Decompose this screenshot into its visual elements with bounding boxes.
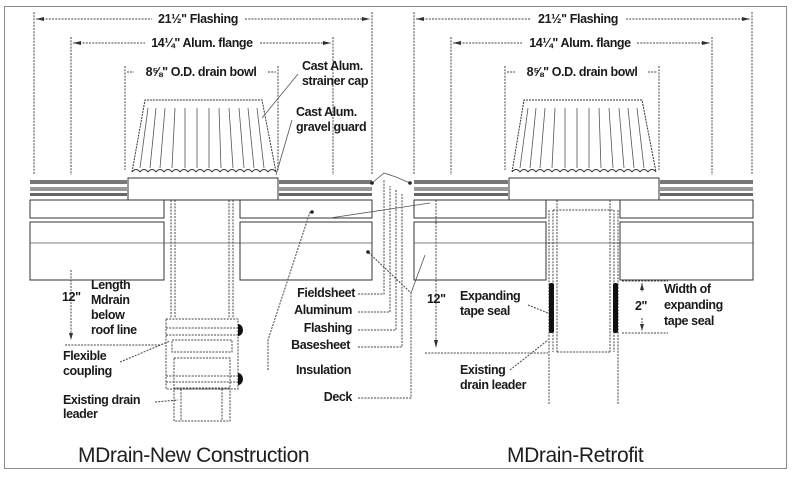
right-tape-seal-right: [613, 283, 618, 333]
left-length-value: 12": [62, 290, 81, 304]
left-title: MDrain-New Construction: [78, 444, 309, 467]
right-insulation-right: [619, 221, 754, 281]
svg-text:Expanding: Expanding: [460, 289, 520, 303]
svg-text:expanding: expanding: [664, 298, 723, 312]
right-hatched-layer-left: [413, 199, 547, 219]
svg-text:Flexible: Flexible: [63, 349, 107, 363]
svg-text:leader: leader: [63, 407, 98, 421]
left-insulation-left: [29, 221, 165, 281]
left-strainer-cap: [131, 99, 277, 173]
right-seal-width-dimension: 2": [622, 280, 668, 334]
right-membrane-layers: [414, 180, 753, 196]
right-tape-seal-callout: Expanding tape seal: [460, 289, 549, 318]
right-existing-leader-callout: Existing drain leader: [460, 339, 549, 392]
right-bowl-dimension: 8⅝" O.D. drain bowl: [504, 65, 660, 170]
left-length-dimension: 12": [62, 270, 160, 346]
svg-text:Width of: Width of: [664, 282, 712, 296]
left-length-callout: Length Mdrain below roof line: [91, 278, 138, 337]
right-flashing-dimension: 21½" Flashing: [413, 12, 753, 175]
left-coupling-callout: Flexible coupling: [63, 340, 171, 378]
left-drain-pipe: [170, 200, 234, 318]
left-membrane-layers: [30, 180, 372, 196]
left-gravel-guard-callout: Cast Alum. gravel guard: [275, 105, 367, 176]
layer-deck: Deck: [324, 390, 353, 404]
layer-insulation: Insulation: [296, 363, 351, 377]
left-existing-leader-callout: Existing drain leader: [63, 393, 179, 421]
right-flange-dimension: 14¼" Alum. flange: [450, 36, 713, 175]
layer-aluminum: Aluminum: [294, 303, 352, 317]
svg-text:Existing drain: Existing drain: [63, 393, 140, 407]
svg-text:below: below: [91, 308, 125, 322]
svg-text:tape seal: tape seal: [460, 304, 510, 318]
left-flashing-label: 21½" Flashing: [158, 12, 238, 26]
svg-text:coupling: coupling: [63, 364, 112, 378]
svg-text:Existing: Existing: [460, 363, 505, 377]
svg-text:Mdrain: Mdrain: [91, 293, 130, 307]
layer-basesheet: Basesheet: [291, 338, 351, 352]
right-seal-width-value: 2": [635, 299, 648, 313]
right-flashing-label: 21½" Flashing: [538, 12, 618, 26]
right-length-value: 12": [427, 292, 446, 306]
svg-text:Cast Alum.: Cast Alum.: [302, 59, 363, 73]
left-flange-label: 14¼" Alum. flange: [151, 36, 253, 50]
right-title: MDrain-Retrofit: [507, 444, 644, 467]
left-drawing: 21½" Flashing 14¼" Alum. flange 8⅝" O.D.…: [29, 12, 373, 422]
left-flexible-coupling: [165, 318, 243, 390]
right-insert-pipe: [552, 200, 615, 353]
svg-text:Length: Length: [91, 278, 130, 292]
right-flange-label: 14¼" Alum. flange: [529, 36, 631, 50]
right-drain-bowl: [508, 177, 660, 201]
right-tape-seal-left: [549, 283, 554, 333]
right-strainer-cap: [511, 99, 657, 173]
left-flashing-dimension: 21½" Flashing: [33, 12, 373, 175]
left-bowl-dimension: 8⅝" O.D. drain bowl: [124, 65, 279, 170]
svg-text:Cast Alum.: Cast Alum.: [296, 105, 357, 119]
right-insulation-left: [413, 221, 547, 281]
layer-labels: Fieldsheet Aluminum Flashing Basesheet I…: [267, 172, 431, 404]
svg-text:tape seal: tape seal: [664, 314, 714, 328]
svg-text:strainer cap: strainer cap: [302, 74, 369, 88]
left-hatched-layer-right: [239, 199, 373, 219]
left-existing-leader-pipe: [173, 388, 231, 422]
layer-fieldsheet: Fieldsheet: [297, 286, 356, 300]
left-strainer-cap-callout: Cast Alum. strainer cap: [261, 59, 369, 119]
right-hatched-layer-right: [619, 199, 754, 219]
left-hatched-layer-left: [29, 199, 165, 219]
svg-text:drain leader: drain leader: [460, 378, 527, 392]
right-length-dimension: 12": [425, 200, 548, 354]
diagram-frame: [4, 6, 787, 469]
left-drain-bowl: [127, 177, 279, 201]
svg-text:roof line: roof line: [91, 323, 137, 337]
svg-text:gravel guard: gravel guard: [296, 120, 366, 134]
right-bowl-label: 8⅝" O.D. drain bowl: [527, 65, 638, 79]
right-drawing: 21½" Flashing 14¼" Alum. flange 8⅝" O.D.…: [413, 12, 754, 405]
left-insulation-right: [239, 221, 373, 281]
left-flange-dimension: 14¼" Alum. flange: [70, 36, 334, 175]
layer-flashing: Flashing: [304, 321, 352, 335]
right-seal-width-callout: Width of expanding tape seal: [664, 282, 723, 328]
left-bowl-label: 8⅝" O.D. drain bowl: [146, 65, 257, 79]
